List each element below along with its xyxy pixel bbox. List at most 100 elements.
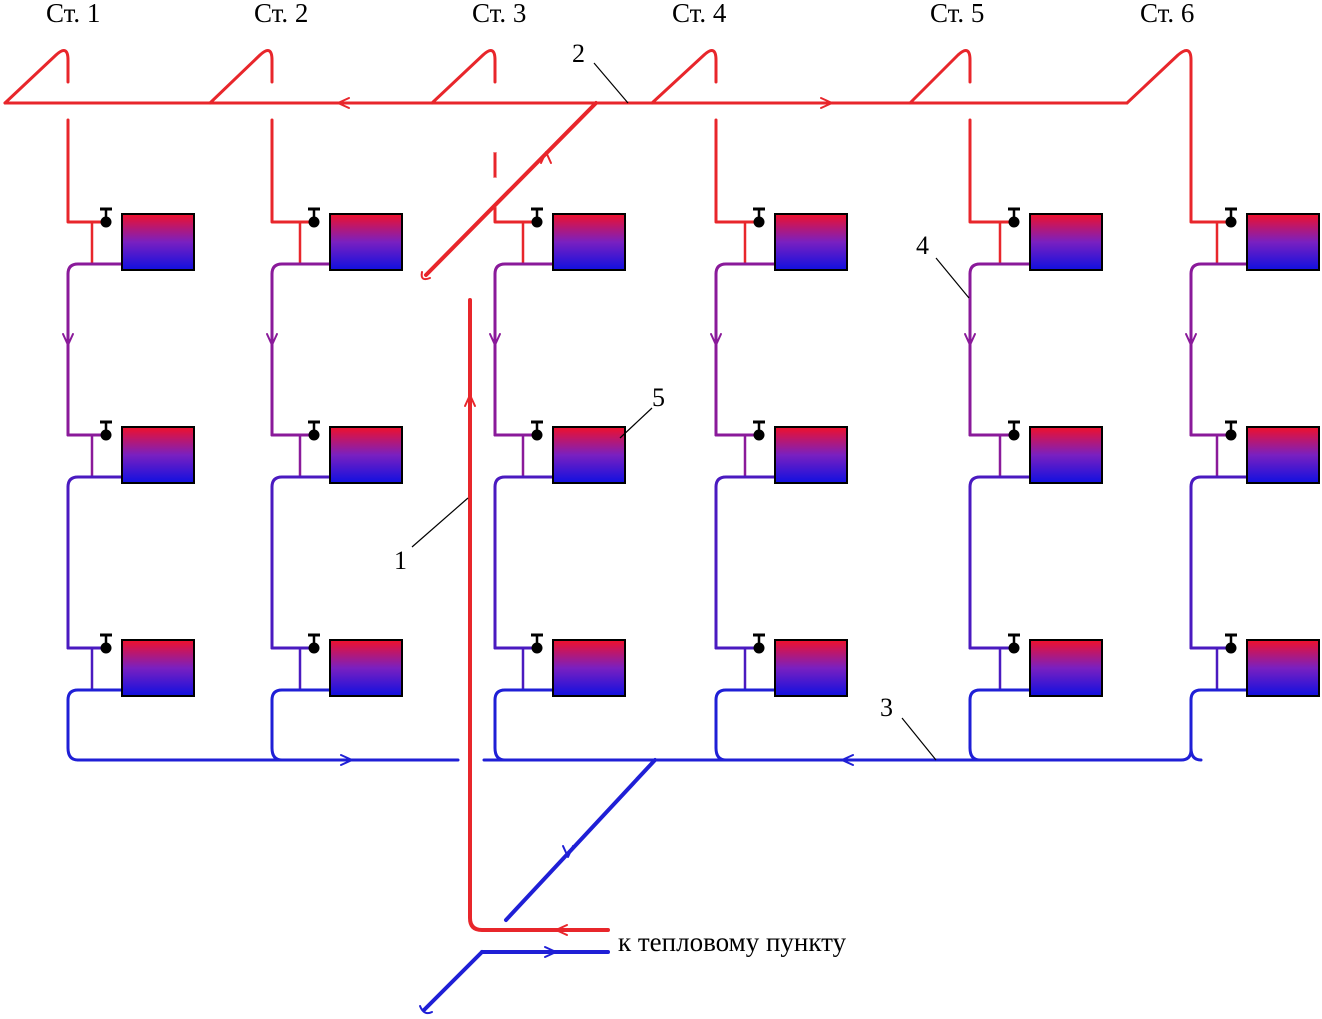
- radiator-1-2: [121, 426, 195, 484]
- radiator-1-1: [121, 213, 195, 271]
- supply-loop-6: [1125, 49, 1193, 207]
- main-inlet-arrow: [555, 924, 568, 936]
- valve-icon: [1008, 642, 1020, 654]
- callout-number-5: 5: [652, 383, 665, 412]
- riser-1-top: [66, 118, 108, 224]
- riser-2-drop: [270, 698, 284, 762]
- supply-diagonal-cap: [420, 271, 431, 281]
- return-drain: [422, 950, 484, 1012]
- riser-6-outlet-3: [1189, 688, 1249, 702]
- valve-icon: [531, 429, 543, 441]
- valve-icon: [308, 429, 320, 441]
- valve-icon: [753, 429, 765, 441]
- riser-2-outlet-3: [270, 688, 332, 702]
- riser-1-outlet-3: [66, 688, 124, 702]
- valve-icon: [100, 429, 112, 441]
- radiator-4-3: [774, 639, 848, 697]
- riser-1-arrow: [62, 333, 74, 346]
- radiator-5-1: [1029, 213, 1103, 271]
- supply-loop-1: [3, 49, 70, 105]
- radiator-2-3: [329, 639, 403, 697]
- valve-icon: [1225, 642, 1237, 654]
- callout-leader-5: [619, 407, 653, 439]
- riser-5-arrow: [964, 333, 976, 346]
- riser-label-2: Ст. 2: [254, 0, 308, 28]
- radiator-6-1: [1246, 213, 1320, 271]
- valve-icon: [308, 216, 320, 228]
- return-arrow-out: [544, 946, 557, 958]
- valve-icon: [753, 216, 765, 228]
- radiator-3-3: [552, 639, 626, 697]
- return-diagonal: [504, 758, 657, 922]
- radiator-4-1: [774, 213, 848, 271]
- riser-label-4: Ст. 4: [672, 0, 727, 28]
- radiator-6-2: [1246, 426, 1320, 484]
- valve-icon: [1225, 429, 1237, 441]
- riser-3-outlet-3: [493, 688, 555, 702]
- return-main-right: [482, 708, 1193, 762]
- callout-number-1: 1: [394, 546, 407, 575]
- supply-loop-5: [908, 49, 972, 105]
- riser-label-3: Ст. 3: [472, 0, 526, 28]
- valve-icon: [531, 216, 543, 228]
- supply-diagonal: [424, 101, 598, 277]
- riser-4-outlet-2: [714, 475, 777, 489]
- radiator-2-2: [329, 426, 403, 484]
- radiator-5-2: [1029, 426, 1103, 484]
- valve-icon: [100, 642, 112, 654]
- valve-icon: [753, 642, 765, 654]
- riser-label-6: Ст. 6: [1140, 0, 1194, 28]
- return-arrow-right: [340, 754, 353, 766]
- riser-5-drop: [968, 698, 982, 762]
- riser-5-outlet-2: [968, 475, 1032, 489]
- supply-loop-3: [430, 49, 497, 105]
- callout-leader-4: [935, 257, 970, 299]
- riser-2-outlet-2: [270, 475, 332, 489]
- riser-3-arrow: [489, 333, 501, 346]
- supply-arrow-left: [337, 97, 350, 109]
- return-arrow-diag: [562, 845, 574, 858]
- riser-4-outlet-3: [714, 688, 777, 702]
- riser-label-5: Ст. 5: [930, 0, 984, 28]
- valve-icon: [1225, 216, 1237, 228]
- callout-number-2: 2: [572, 39, 585, 68]
- riser-3-outlet-2: [493, 475, 555, 489]
- riser-4-top: [714, 118, 761, 224]
- supply-loop-4: [650, 49, 718, 105]
- riser-4-drop: [714, 698, 728, 762]
- return-arrow-left: [841, 754, 854, 766]
- riser-6-arrow: [1185, 333, 1197, 346]
- supply-loop-2: [208, 49, 274, 105]
- valve-icon: [531, 642, 543, 654]
- radiators: [100, 207, 1320, 697]
- radiator-3-2: [552, 426, 626, 484]
- callout-leader-3: [901, 717, 937, 761]
- supply-arrow-right: [820, 97, 833, 109]
- riser-6-outlet-2: [1189, 475, 1249, 489]
- riser-2-arrow: [266, 333, 278, 346]
- callout-leader-2: [593, 62, 629, 104]
- riser-label-1: Ст. 1: [46, 0, 100, 28]
- valve-icon: [1008, 216, 1020, 228]
- heat-station-label: к тепловому пункту: [618, 927, 847, 957]
- callout-number-4: 4: [916, 231, 929, 260]
- riser-1-outlet-1: [66, 262, 124, 276]
- riser-5-top: [968, 118, 1016, 224]
- riser-3-drop: [493, 698, 507, 762]
- radiator-1-3: [121, 639, 195, 697]
- radiator-6-3: [1246, 639, 1320, 697]
- radiator-3-1: [552, 213, 626, 271]
- radiator-4-2: [774, 426, 848, 484]
- main-supply-riser: [468, 298, 610, 932]
- riser-1-drop: [66, 698, 80, 762]
- valve-icon: [100, 216, 112, 228]
- callout-number-3: 3: [880, 693, 893, 722]
- return-drain-cap: [419, 1005, 433, 1015]
- riser-1-outlet-2: [66, 475, 124, 489]
- callout-leader-1: [411, 497, 469, 548]
- riser-2-top: [270, 118, 316, 224]
- riser-4-arrow: [710, 333, 722, 346]
- valve-icon: [308, 642, 320, 654]
- riser-2-outlet-1: [270, 262, 332, 276]
